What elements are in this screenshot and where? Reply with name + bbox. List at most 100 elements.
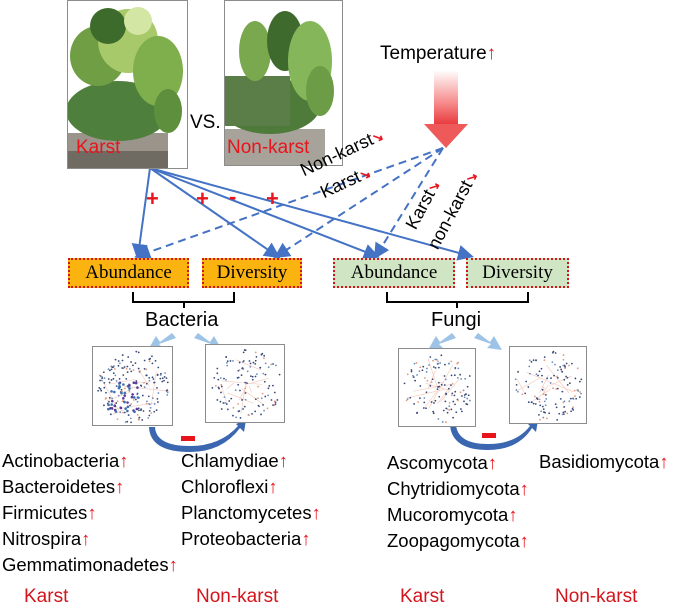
network-node [132,364,134,367]
network-node [556,375,558,378]
network-node [561,413,564,416]
arrow-up-icon: ↑ [508,504,518,525]
network-node [273,400,276,403]
network-node [457,367,460,370]
network-node [152,378,155,380]
network-node [165,389,168,392]
network-node [116,418,119,421]
network-node [130,370,133,373]
network-edge [120,387,134,395]
network-node [556,369,559,372]
network-node [113,368,116,370]
network-edge [428,364,454,409]
network-node [267,366,270,369]
network-node [137,407,140,410]
network-node [244,387,247,390]
network-node [126,401,129,404]
network-node [525,380,528,383]
network-node [554,403,557,406]
network-node [108,369,111,372]
network-node [217,378,220,381]
network-node [448,362,451,365]
network-node [535,359,537,362]
network-node [459,391,462,394]
network-node [151,362,154,365]
network-node [242,408,244,410]
network-node [543,400,546,403]
dashed-line-bact-abundance [134,147,444,260]
network-node [244,349,247,352]
network-node [534,395,536,398]
network-node [99,388,102,390]
network-node [545,398,548,400]
network-node [448,401,451,404]
network-node [261,352,264,355]
network-node [422,365,425,368]
network-node [260,397,263,400]
network-node [445,407,448,410]
network-node [551,361,554,364]
network-node [254,363,257,365]
network-node [138,416,141,419]
network-node [524,392,527,395]
network-node [122,374,125,376]
network-node [97,389,100,392]
network-node [148,403,151,406]
network-node [225,378,227,381]
temperature-label: Temperature↑ [380,43,496,65]
network-node [579,391,582,393]
taxon-name: Bacteroidetes [2,476,116,497]
network-node [238,361,241,364]
network-node [137,418,140,421]
taxon-name: Proteobacteria [181,528,302,549]
network-node [141,394,144,397]
network-node [514,378,517,381]
network-node [463,396,466,399]
network-node [580,392,582,395]
network-node [237,410,240,413]
network-node [123,400,126,404]
network-node [272,384,274,387]
network-node [246,370,249,373]
network-node [220,408,223,410]
network-node [121,367,124,369]
network-node [136,396,140,399]
site-label: Karst [24,586,69,607]
network-node [114,374,117,377]
network-node [219,400,222,403]
network-node [105,391,107,394]
effect-sign: + [146,186,159,211]
network-node [564,365,567,368]
arrow-up-icon: ↑ [486,43,497,64]
network-node [252,361,255,364]
network-node [223,377,225,380]
network-node [264,395,267,398]
taxon-name: Chlamydiae [181,450,279,471]
network-edge [427,358,438,389]
network-node [145,402,148,405]
network-node [461,395,463,397]
taxon-item: Planctomycetes↑ [181,502,321,524]
network-node [562,364,565,367]
network-node [137,367,140,370]
network-node [437,418,440,420]
network-node [119,411,122,414]
network-node [124,407,127,410]
network-node [452,400,455,403]
network-node [541,380,544,383]
network-edge [124,385,170,392]
network-node [249,362,252,365]
network-node [134,398,137,401]
network-node [147,417,150,419]
network-node [453,394,456,397]
network-node [110,399,114,403]
network-node [450,374,453,377]
network-node [122,383,125,386]
network-node [139,370,141,373]
network-node [450,360,453,363]
network-node [528,359,531,362]
network-node [128,368,131,370]
network-node [132,381,136,384]
dashed-line-fungi-abundance [373,147,444,260]
network-node [445,421,447,424]
